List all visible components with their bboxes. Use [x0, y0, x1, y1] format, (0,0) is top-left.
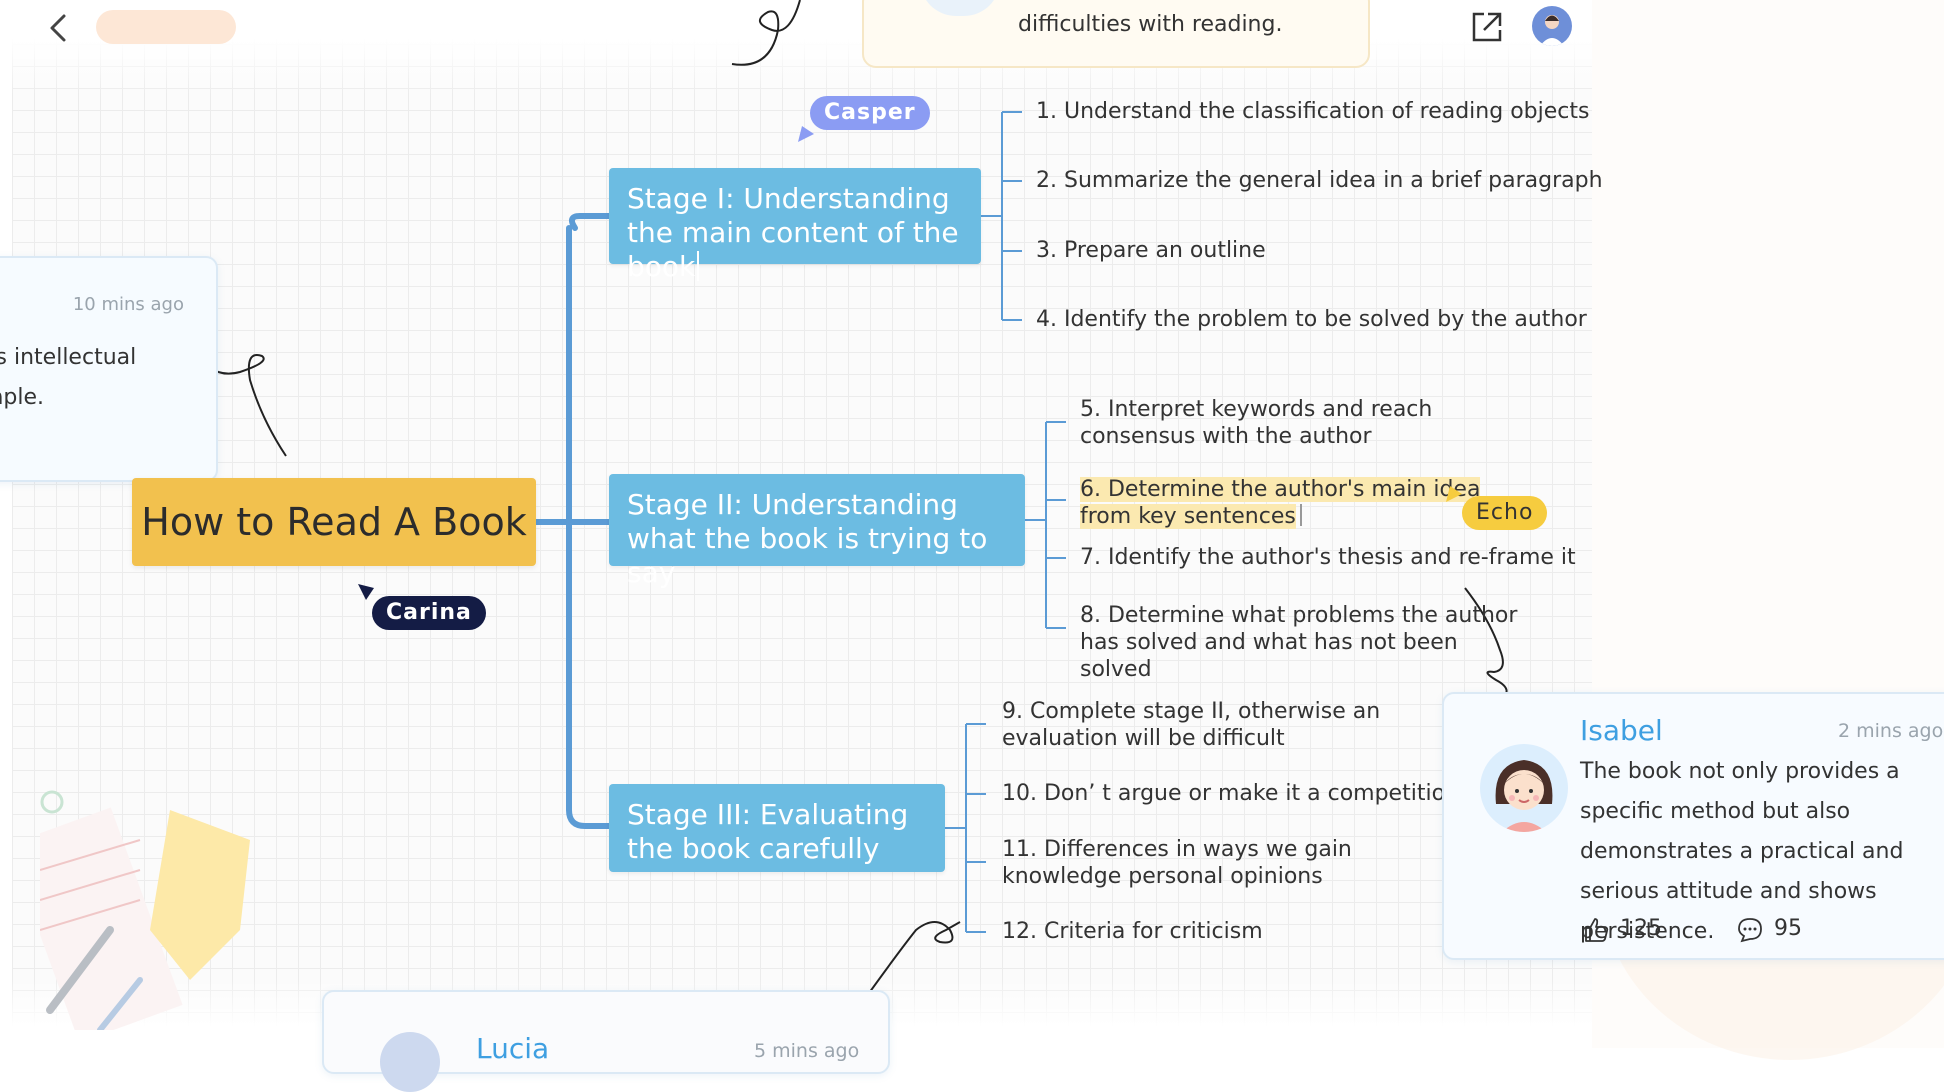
like-count: 125: [1620, 916, 1662, 941]
collaborator-cursor-echo: Echo: [1462, 496, 1548, 530]
leaf-node-3[interactable]: 3. Prepare an outline: [1036, 238, 1266, 263]
leaf-node-5[interactable]: 5. Interpret keywords and reach consensu…: [1080, 397, 1433, 449]
comment-time: 5 mins ago: [754, 1040, 860, 1062]
leaf-node-4[interactable]: 4. Identify the problem to be solved by …: [1036, 307, 1587, 332]
central-topic-label: How to Read A Book: [141, 500, 527, 544]
leaf-node-7[interactable]: 7. Identify the author's thesis and re-f…: [1080, 545, 1576, 570]
leaf-node-12[interactable]: 12. Criteria for criticism: [1002, 919, 1263, 944]
girl-avatar-icon: [1495, 760, 1553, 832]
stationery-illustration: [40, 790, 250, 1030]
text-caret: [697, 251, 700, 281]
comment-text: difficulties with reading.: [1018, 12, 1283, 37]
text-caret: [1299, 504, 1302, 526]
comment-time: 2 mins ago: [1838, 720, 1944, 742]
mindmap-connectors: [193, 0, 1508, 1001]
cursor-arrow-icon: [1446, 486, 1462, 502]
user-avatar[interactable]: [1532, 6, 1572, 46]
comment-card-isabel[interactable]: Isabel 2 mins ago The book not only prov…: [1442, 692, 1944, 960]
central-topic-node[interactable]: How to Read A Book: [132, 478, 536, 566]
chevron-left-icon[interactable]: [40, 8, 80, 48]
comment-bubble-icon[interactable]: [1736, 916, 1764, 944]
stage-2-label: Stage II: Understanding what the book is…: [627, 488, 988, 589]
stage-1-label: Stage I: Understanding the main content …: [627, 182, 959, 283]
comment-card-lucia[interactable]: Lucia 5 mins ago: [322, 990, 890, 1092]
comment-card-top[interactable]: difficulties with reading.: [862, 0, 1370, 68]
external-link-icon[interactable]: [1466, 6, 1506, 46]
stage-2-node[interactable]: Stage II: Understanding what the book is…: [609, 474, 1025, 589]
commenter-avatar: [380, 1032, 440, 1092]
comment-text: The book not only provides a specific me…: [1580, 759, 1904, 944]
thumbs-up-icon[interactable]: [1582, 916, 1610, 944]
leaf-node-6-text: 6. Determine the author's main idea from…: [1080, 477, 1481, 529]
leaf-node-6[interactable]: 6. Determine the author's main idea from…: [1080, 476, 1520, 530]
leaf-node-10[interactable]: 10. Don’ t argue or make it a competitio…: [1002, 781, 1459, 806]
comment-text: es intellectual mple.: [0, 345, 137, 410]
cursor-arrow-icon: [798, 126, 814, 142]
stage-3-node[interactable]: Stage III: Evaluating the book carefully: [609, 784, 945, 872]
comment-time: 10 mins ago: [72, 294, 184, 315]
comment-count: 95: [1774, 916, 1802, 941]
leaf-node-2[interactable]: 2. Summarize the general idea in a brief…: [1036, 168, 1603, 193]
stage-1-node[interactable]: Stage I: Understanding the main content …: [609, 168, 981, 283]
leaf-node-8[interactable]: 8. Determine what problems the author ha…: [1080, 603, 1518, 682]
commenter-name[interactable]: Lucia: [476, 1032, 550, 1065]
user-avatar-icon: [1540, 15, 1564, 46]
commenter-avatar: [920, 0, 1000, 16]
leaf-node-9[interactable]: 9. Complete stage II, otherwise an evalu…: [1002, 699, 1381, 751]
cursor-arrow-icon: [358, 584, 374, 600]
collaborator-cursor-carina: Carina: [372, 596, 486, 630]
leaf-node-1[interactable]: 1. Understand the classification of read…: [1036, 99, 1590, 124]
commenter-avatar: [1480, 744, 1568, 832]
document-title-placeholder[interactable]: [96, 10, 236, 44]
stage-3-label: Stage III: Evaluating the book carefully: [627, 798, 909, 865]
comment-card-left[interactable]: 10 mins ago es intellectual mple.: [0, 256, 218, 482]
leaf-node-11[interactable]: 11. Differences in ways we gain knowledg…: [1002, 837, 1352, 889]
collaborator-cursor-casper: Casper: [810, 96, 930, 130]
commenter-name[interactable]: Isabel: [1580, 714, 1663, 747]
